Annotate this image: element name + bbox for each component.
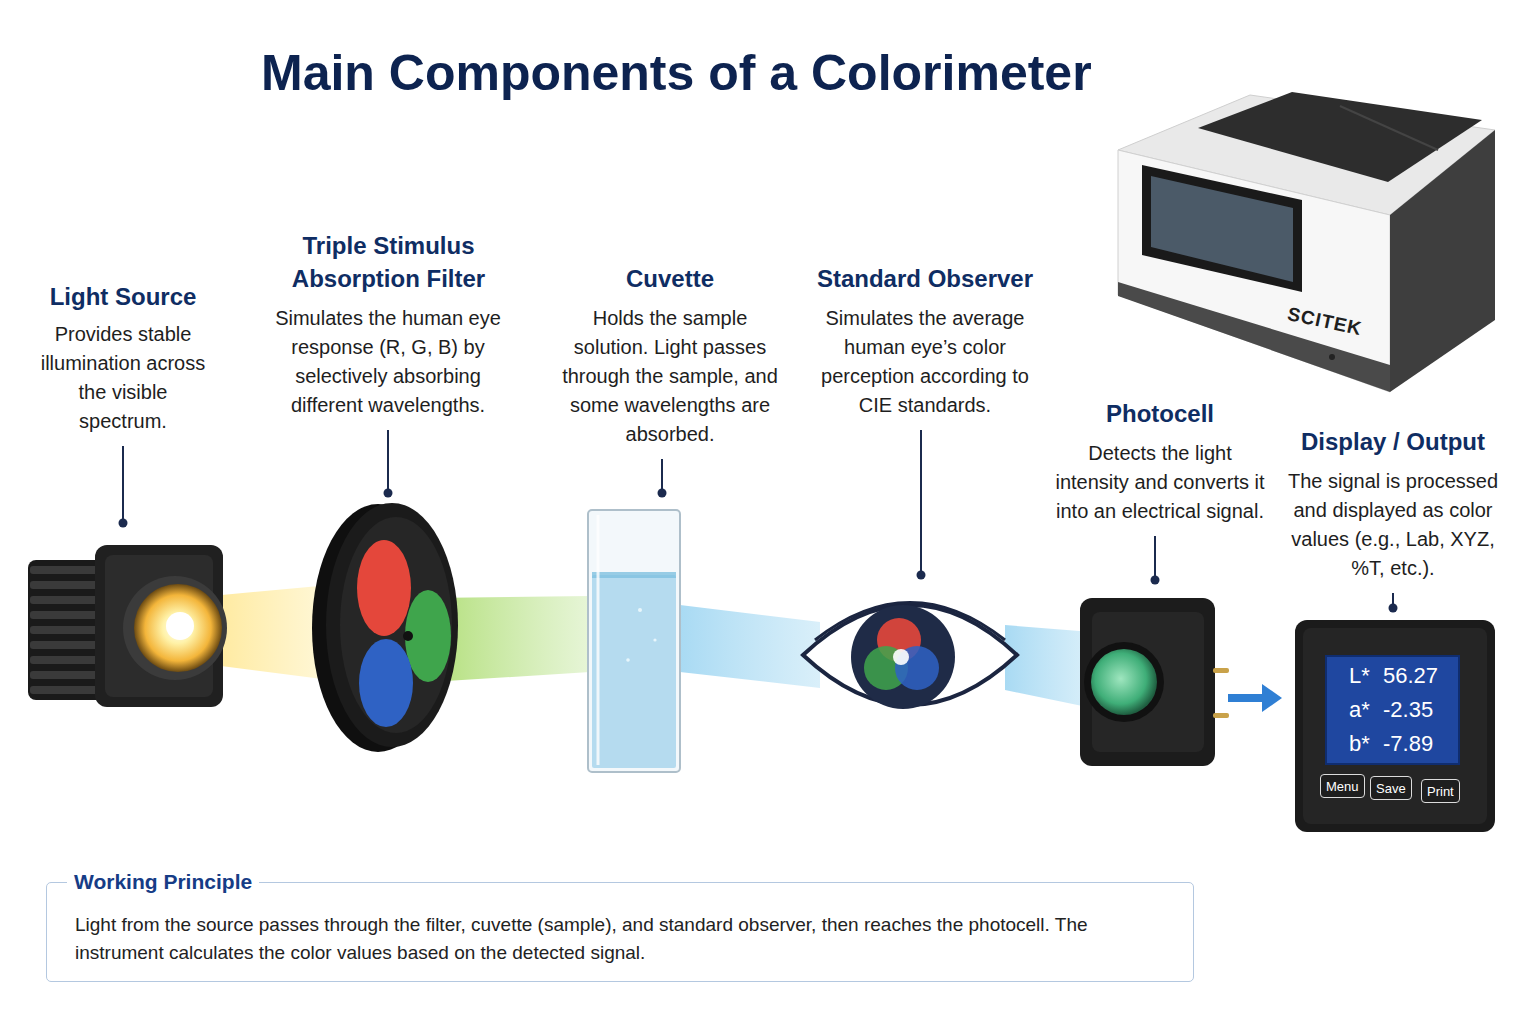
button-label: Print xyxy=(1427,784,1454,799)
leader-dot xyxy=(658,489,667,498)
reading-value: 56.27 xyxy=(1383,663,1450,689)
leader-line xyxy=(920,430,922,571)
leader-line xyxy=(661,459,663,489)
component-name: Standard Observer xyxy=(785,262,1065,295)
light-beam xyxy=(1005,625,1092,708)
leader-dot xyxy=(1389,604,1398,613)
cuvette-figure xyxy=(588,510,680,772)
light-source-figure xyxy=(28,545,227,707)
signal-arrow xyxy=(1228,684,1282,712)
component-name: Triple Stimulus Absorption Filter xyxy=(271,229,506,295)
component-name: Cuvette xyxy=(570,262,770,295)
reading-label: a* xyxy=(1349,697,1383,723)
component-name: Display / Output xyxy=(1273,425,1513,458)
component-description: The signal is processed and displayed as… xyxy=(1275,467,1511,583)
component-description: Holds the sample solution. Light passes … xyxy=(559,304,781,449)
component-description: Detects the light intensity and converts… xyxy=(1049,439,1271,526)
display-figure xyxy=(1295,620,1495,832)
display-screen: L*56.27a*-2.35b*-7.89 xyxy=(1325,655,1460,765)
leader-dot xyxy=(384,489,393,498)
component-description: Simulates the human eye response (R, G, … xyxy=(262,304,514,420)
save-button: Save xyxy=(1370,776,1412,800)
leader-line xyxy=(1154,536,1156,576)
brand-logo: SCITEK xyxy=(1285,303,1364,340)
leader-dot xyxy=(917,571,926,580)
component-description: Provides stable illumination across the … xyxy=(32,320,214,436)
eye-figure xyxy=(803,603,1017,710)
reading-label: b* xyxy=(1349,731,1383,757)
button-label: Menu xyxy=(1326,779,1359,794)
leader-line xyxy=(387,430,389,489)
box-body: Light from the source passes through the… xyxy=(75,911,1163,967)
print-button: Print xyxy=(1421,779,1460,803)
light-beam xyxy=(680,605,820,688)
photocell-figure xyxy=(1080,598,1229,766)
reading-value: -7.89 xyxy=(1383,731,1450,757)
leader-line xyxy=(1392,593,1394,604)
title: Main Components of a Colorimeter xyxy=(261,44,1092,102)
reading-label: L* xyxy=(1349,663,1383,689)
menu-button: Menu xyxy=(1320,774,1365,798)
component-description: Simulates the average human eye’s color … xyxy=(814,304,1036,420)
component-name: Photocell xyxy=(1060,397,1260,430)
principle-box: Working PrincipleLight from the source p… xyxy=(46,882,1194,982)
component-name: Light Source xyxy=(18,280,228,313)
instrument-figure xyxy=(1118,92,1495,392)
leader-dot xyxy=(119,519,128,528)
reading-value: -2.35 xyxy=(1383,697,1450,723)
filter-wheel-figure xyxy=(312,503,458,752)
button-label: Save xyxy=(1376,781,1406,796)
leader-line xyxy=(122,446,124,519)
leader-dot xyxy=(1151,576,1160,585)
box-heading: Working Principle xyxy=(67,868,259,896)
